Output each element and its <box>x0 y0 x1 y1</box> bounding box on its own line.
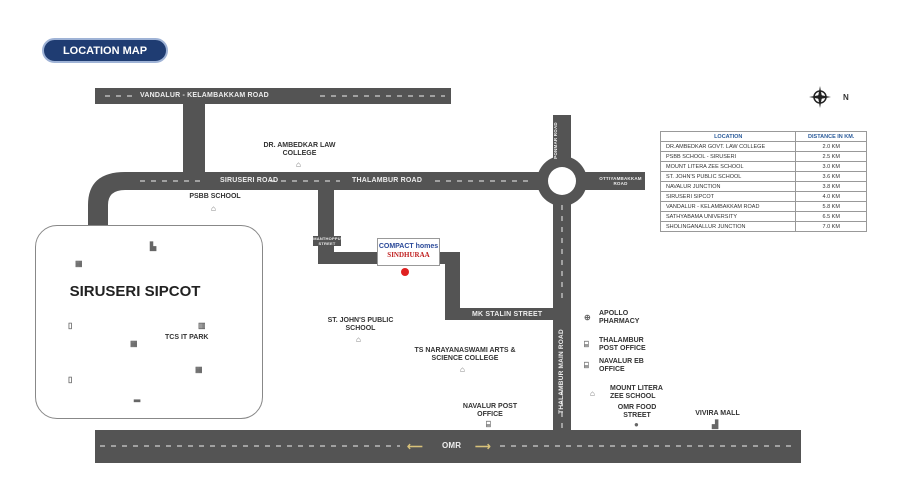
landmark-ambedkar: DR. AMBEDKAR LAW COLLEGE <box>263 142 336 157</box>
location-cell: PSBB SCHOOL - SIRUSERI <box>659 151 797 162</box>
pharmacy-icon: ⊕ <box>584 313 591 322</box>
landmark-ts-narayanaswami: TS NARAYANASWAMI ARTS & SCIENCE COLLEGE <box>414 347 516 362</box>
road-label-siruseri: SIRUSERI ROAD <box>220 177 279 184</box>
building-icon: ▯ <box>68 375 73 384</box>
building-icon: ▦ <box>130 339 138 348</box>
road-label-thalambur-main: THALAMBUR MAIN ROAD <box>557 329 565 414</box>
building-icon: ▦ <box>75 259 83 268</box>
table-header-location: LOCATION <box>659 131 797 142</box>
distance-cell: 5.8 KM <box>795 201 867 212</box>
project-name: SINDHURAA <box>387 251 430 259</box>
mall-icon: ▟ <box>712 420 719 429</box>
building-icon: ▯ <box>68 321 73 330</box>
tcs-it-park-label: TCS IT PARK <box>165 334 209 341</box>
school-icon: ⌂ <box>211 204 216 213</box>
arrow-right-icon: ⟶ <box>475 441 491 453</box>
factory-icon: ▂ <box>134 393 141 402</box>
landmark-omr-food-street: OMR FOOD STREET <box>617 404 657 419</box>
siruseri-sipcot-area <box>35 225 263 419</box>
landmark-thalambur-post-office: THALAMBUR POST OFFICE <box>599 337 646 352</box>
location-cell: SHOLINGANALLUR JUNCTION <box>659 221 797 232</box>
sipcot-title: SIRUSERI SIPCOT <box>69 283 201 300</box>
landmark-vivira-mall: VIVIRA MALL <box>695 410 740 417</box>
school-icon: ⌂ <box>460 365 465 374</box>
project-location-marker <box>401 268 409 276</box>
landmark-stjohns: ST. JOHN'S PUBLIC SCHOOL <box>327 317 394 332</box>
location-cell: ST. JOHN'S PUBLIC SCHOOL <box>659 171 797 182</box>
distance-cell: 6.5 KM <box>795 211 867 222</box>
road-label-mk-stalin: MK STALIN STREET <box>472 311 543 318</box>
vandalur-road <box>95 88 451 104</box>
distance-cell: 2.5 KM <box>795 151 867 162</box>
compass-icon <box>809 86 831 108</box>
landmark-psbb: PSBB SCHOOL <box>189 193 241 200</box>
school-icon: ⌂ <box>590 389 595 398</box>
distance-cell: 4.0 KM <box>795 191 867 202</box>
location-map-title: LOCATION MAP <box>42 38 168 63</box>
office-icon: ⌸ <box>584 361 589 370</box>
food-icon: ● <box>634 420 639 429</box>
distance-cell: 2.0 KM <box>795 141 867 152</box>
road-label-thalambur: THALAMBUR ROAD <box>352 177 423 184</box>
post-office-icon: ⌸ <box>584 340 589 349</box>
landmark-navalur-eb: NAVALUR EB OFFICE <box>599 358 644 373</box>
thalambur-main-road <box>553 195 571 435</box>
distance-cell: 3.0 KM <box>795 161 867 172</box>
location-cell: NAVALUR JUNCTION <box>659 181 797 192</box>
road-label-omr: OMR <box>442 441 462 450</box>
distance-cell: 3.6 KM <box>795 171 867 182</box>
post-office-icon: ⌸ <box>486 420 491 429</box>
location-cell: MOUNT LITERA ZEE SCHOOL <box>659 161 797 172</box>
arrow-left-icon: ⟵ <box>407 441 423 453</box>
siruseri-thalambur-road <box>88 172 645 232</box>
road-label-ottiyambakkam: OTTIYAMBAKKAM ROAD <box>599 176 642 186</box>
school-icon: ⌂ <box>296 160 301 169</box>
landmark-apollo: APOLLO PHARMACY <box>599 310 640 325</box>
project-logo: COMPACT homes SINDHURAA <box>377 238 440 266</box>
table-header-distance: DISTANCE IN KM. <box>795 131 867 142</box>
landmark-mount-litera: MOUNT LITERA ZEE SCHOOL <box>610 385 663 400</box>
road-label-ponmar: PONMAR ROAD <box>552 122 558 159</box>
road-label-vandalur: VANDALUR - KELAMBAKKAM ROAD <box>140 92 269 99</box>
road-label-manthoppu: MANTHOPPU STREET <box>313 236 341 246</box>
distance-cell: 3.8 KM <box>795 181 867 192</box>
location-cell: SIRUSERI SIPCOT <box>659 191 797 202</box>
location-cell: SATHYABAMA UNIVERSITY <box>659 211 797 222</box>
project-brand: COMPACT homes <box>378 243 439 250</box>
compass-north-label: N <box>843 93 849 102</box>
building-icon: ▦ <box>195 365 203 374</box>
factory-icon: ▙ <box>150 242 157 251</box>
connector-road <box>183 103 205 175</box>
location-cell: DR.AMBEDKAR GOVT. LAW COLLEGE <box>659 141 797 152</box>
school-icon: ⌂ <box>356 335 361 344</box>
office-icon: ▥ <box>198 321 206 330</box>
ponmar-road <box>553 115 571 170</box>
location-cell: VANDALUR - KELAMBAKKAM ROAD <box>659 201 797 212</box>
landmark-navalur-post-office: NAVALUR POST OFFICE <box>462 403 518 418</box>
distance-cell: 7.0 KM <box>795 221 867 232</box>
